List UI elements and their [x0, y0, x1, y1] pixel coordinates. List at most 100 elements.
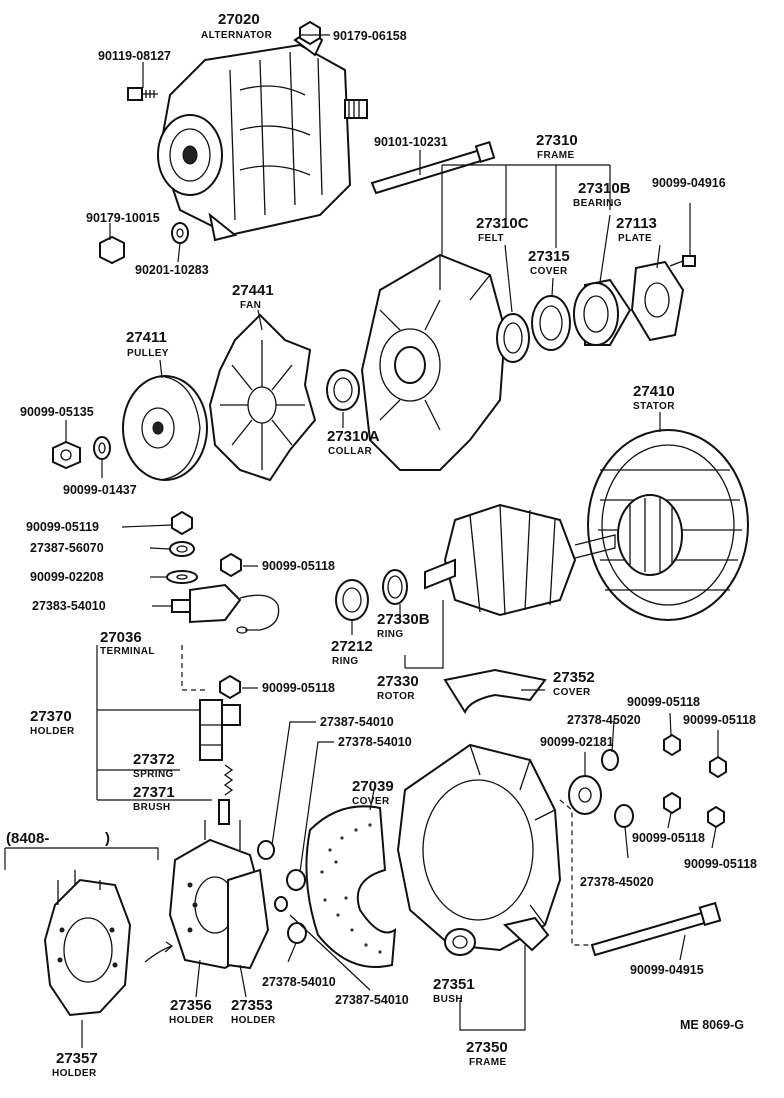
- cover-27039: [305, 805, 397, 968]
- insulator-27387-54010-a: [257, 840, 275, 860]
- label-27378-45020-a: 27378-45020: [567, 713, 641, 727]
- arrow-to-holder: [144, 941, 173, 963]
- alternator-assembly: [157, 28, 368, 242]
- label-plate-name: PLATE: [618, 233, 652, 244]
- label-alternator-number: 27020: [218, 11, 260, 28]
- ring-27330b: [382, 569, 408, 605]
- label-plate-number: 27113: [616, 215, 657, 232]
- label-90099-05118-c: 90099-05118: [627, 695, 700, 709]
- holder-27357: [43, 870, 132, 1017]
- bush-27378-54010-a: [286, 869, 306, 891]
- label-ring-27212-name: RING: [332, 656, 359, 667]
- washer-90099-02181: [568, 775, 602, 815]
- screw-90099-04916: [669, 255, 696, 267]
- label-27378-54010-a: 27378-54010: [338, 735, 412, 749]
- label-spring-name: SPRING: [133, 769, 174, 780]
- washer-90099-02208: [166, 570, 198, 584]
- cover-27315: [531, 295, 571, 351]
- nut-90099-05119: [171, 510, 193, 536]
- washer-90201-10283: [171, 222, 189, 244]
- frame-27350: [396, 743, 562, 952]
- label-90201-10283: 90201-10283: [135, 263, 209, 277]
- plate-27113: [630, 260, 685, 342]
- label-spring-number: 27372: [133, 751, 175, 768]
- nut-90099-05135: [52, 440, 81, 470]
- label-cover-27352-number: 27352: [553, 669, 595, 686]
- holder-27353: [227, 868, 270, 970]
- nut-90099-05118-a: [220, 552, 242, 578]
- label-27387-54010-a: 27387-54010: [320, 715, 394, 729]
- label-holder-27357-name: HOLDER: [52, 1068, 97, 1079]
- bearing-27310b: [573, 278, 632, 346]
- label-frame-number: 27310: [536, 132, 578, 149]
- label-felt-name: FELT: [478, 233, 504, 244]
- label-27387-54010-b: 27387-54010: [335, 993, 409, 1007]
- label-ring-27330b-number: 27330B: [377, 611, 430, 628]
- nut-90179-06158: [299, 20, 321, 46]
- label-27378-54010-b: 27378-54010: [262, 975, 336, 989]
- label-cover-27315-name: COVER: [530, 266, 568, 277]
- label-rotor-number: 27330: [377, 673, 419, 690]
- label-90099-05135: 90099-05135: [20, 405, 94, 419]
- brush-27371: [218, 799, 230, 825]
- label-90179-06158: 90179-06158: [333, 29, 407, 43]
- washer-90099-01437: [93, 436, 111, 460]
- label-90099-02181: 90099-02181: [540, 735, 614, 749]
- fan-27441: [208, 313, 317, 482]
- stator-27410: [587, 429, 749, 621]
- label-90099-05119: 90099-05119: [26, 520, 99, 534]
- label-fan-name: FAN: [240, 300, 261, 311]
- label-brush-name: BRUSH: [133, 802, 171, 813]
- rotor-27330: [424, 503, 616, 617]
- bush-27378-54010-b: [287, 922, 307, 944]
- label-holder-27370-name: HOLDER: [30, 726, 75, 737]
- label-27387-56070: 27387-56070: [30, 541, 104, 555]
- label-collar-name: COLLAR: [328, 446, 372, 457]
- label-bearing-number: 27310B: [578, 180, 631, 197]
- label-90099-04916: 90099-04916: [652, 176, 726, 190]
- label-pulley-name: PULLEY: [127, 348, 169, 359]
- bush-27378-45020-b: [614, 804, 634, 828]
- label-felt-number: 27310C: [476, 215, 529, 232]
- label-90101-10231: 90101-10231: [374, 135, 448, 149]
- felt-27310c: [496, 313, 530, 363]
- bush-27351: [444, 928, 476, 956]
- label-rotor-name: ROTOR: [377, 691, 415, 702]
- label-terminal-name: TERMINAL: [100, 646, 155, 657]
- label-cover-27039-number: 27039: [352, 778, 394, 795]
- label-90099-05118-b: 90099-05118: [262, 681, 335, 695]
- label-90119-08127: 90119-08127: [98, 49, 171, 63]
- label-90099-05118-e: 90099-05118: [632, 831, 705, 845]
- label-27378-45020-b: 27378-45020: [580, 875, 654, 889]
- label-90099-02208: 90099-02208: [30, 570, 104, 584]
- label-bush-number: 27351: [433, 976, 475, 993]
- label-bearing-name: BEARING: [573, 198, 622, 209]
- frame-27310: [360, 253, 507, 471]
- label-holder-27356-name: HOLDER: [169, 1015, 214, 1026]
- collar-27310a: [326, 369, 360, 411]
- label-frame-name: FRAME: [537, 150, 575, 161]
- label-collar-number: 27310A: [327, 428, 380, 445]
- label-90099-05118-f: 90099-05118: [684, 857, 757, 871]
- label-holder-27370-number: 27370: [30, 708, 72, 725]
- label-reference-code: ME 8069-G: [680, 1018, 744, 1032]
- label-holder-27356-number: 27356: [170, 997, 212, 1014]
- nut-90179-10015: [99, 235, 125, 265]
- nut-90099-05118-f: [707, 805, 725, 829]
- bolt-90119-08127: [127, 87, 158, 101]
- insulator-27387-54010-b: [274, 896, 288, 912]
- nut-90099-05118-d: [709, 755, 727, 779]
- label-date-close: ): [105, 830, 110, 847]
- label-date-bracket: (8408-: [6, 830, 49, 847]
- label-holder-27353-name: HOLDER: [231, 1015, 276, 1026]
- nut-90099-05118-b: [219, 674, 241, 700]
- label-frame-27350-number: 27350: [466, 1039, 508, 1056]
- label-holder-27357-number: 27357: [56, 1050, 98, 1067]
- bolt-90099-04915: [590, 901, 722, 957]
- label-90099-05118-d: 90099-05118: [683, 713, 756, 727]
- label-holder-27353-number: 27353: [231, 997, 273, 1014]
- insulator-27387-56070: [169, 541, 195, 557]
- nut-90099-05118-c: [663, 733, 681, 757]
